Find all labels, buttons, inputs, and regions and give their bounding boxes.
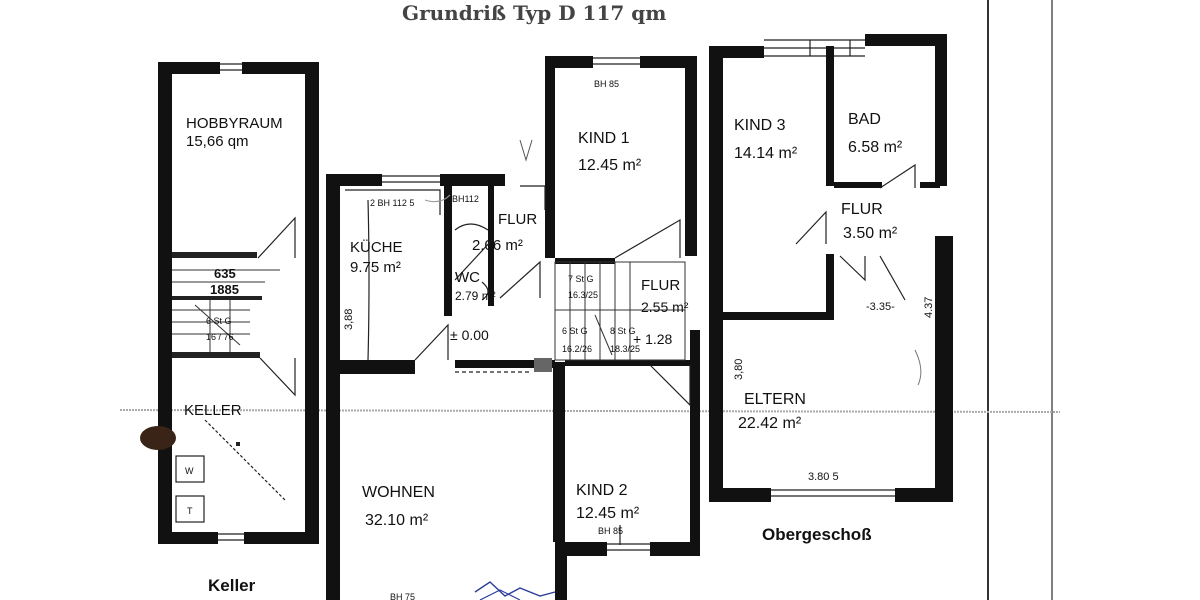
drain-icon [236,442,240,446]
plan-title: Grundriß Typ D 117 qm [402,1,666,25]
dimension-note: 3,80 [733,359,745,380]
room-area-kind1: 12.45 m² [578,157,642,174]
ink-blot [140,426,176,450]
arrow-mark [519,139,533,162]
stair-annotation: 6 St G [562,326,588,336]
stair-annotation: 16.3/25 [568,290,598,300]
stair-annotation: 1885 [210,282,239,297]
room-name-flur-og: FLUR [841,201,883,218]
erdgeschoss-plan: KÜCHE 9.75 m² 2 BH 112 5 BH112 WC 2.79 m… [326,56,700,600]
kind2-bh-annotation: BH 85 [598,526,623,536]
room-name-flur-eg-top: FLUR [498,211,537,228]
washer-label: W [185,466,194,476]
scan-fold-line [119,409,1061,413]
stair-annotation: 7 St G [568,274,594,284]
room-area-kind3: 14.14 m² [734,145,798,162]
room-name-hobbyraum: HOBBYRAUM [186,115,283,132]
room-name-kind3: KIND 3 [734,117,786,134]
dryer-box [175,495,205,523]
room-name-keller: KELLER [184,402,242,419]
wohnen-bh-annotation: BH 75 [390,592,415,600]
room-name-kind2: KIND 2 [576,482,628,499]
dryer-label: T [187,506,193,516]
ink-scribble [474,581,556,597]
room-area-wohnen: 32.10 m² [365,512,429,529]
stair-annotation: 16.2/26 [562,344,592,354]
room-name-eltern: ELTERN [744,391,806,408]
dimension-note: 3.80 5 [808,471,839,483]
dimension-note: 3,88 [343,309,355,330]
dimension-note: -3.35- [866,301,895,313]
obergeschoss-plan: KIND 3 14.14 m² BAD 6.58 m² FLUR 3.50 m²… [709,34,953,544]
room-area-wc: 2.79 m² [455,289,496,303]
wc-bh-annotation: BH112 [452,194,479,204]
room-area-flur-eg: 2.55 m² [641,299,689,315]
stair-annotation: 635 [214,266,236,281]
chimney-block [534,358,552,372]
room-name-kueche: KÜCHE [350,238,403,256]
room-name-wohnen: WOHNEN [362,484,435,501]
floor-label-keller: Keller [208,576,256,595]
room-area-kind2: 12.45 m² [576,505,640,522]
keller-plan: W T HOBBYRAUM 15,66 qm KELLER 635 1885 6… [140,62,319,595]
room-area-kueche: 9.75 m² [350,259,401,276]
stair-annotation: 8 St G [610,326,636,336]
room-name-bad: BAD [848,111,881,128]
room-area-hobbyraum: 15,66 qm [186,133,249,150]
floor-label-obergeschoss: Obergeschoß [762,525,872,544]
stair-annotation: 6 St G [206,316,232,326]
kind1-bh-annotation: BH 85 [594,79,619,89]
room-area-flur-og: 3.50 m² [843,225,898,242]
room-area-eltern: 22.42 m² [738,415,802,432]
stair-annotation: 18.3/25 [610,344,640,354]
level-annotation-000: ± 0.00 [450,327,489,343]
room-name-wc: WC [455,269,480,286]
room-area-bad: 6.58 m² [848,139,903,156]
dimension-note: 4.37 [923,297,935,318]
level-annotation-128: + 1.28 [633,331,673,347]
room-name-flur-eg: FLUR [641,277,680,294]
washer-box [175,455,205,483]
room-area-flur-eg-top: 2.06 m² [472,237,523,254]
kueche-bh-annotation: 2 BH 112 5 [370,198,414,208]
stair-annotation: 16 / 76 [206,332,234,342]
room-name-kind1: KIND 1 [578,130,630,147]
